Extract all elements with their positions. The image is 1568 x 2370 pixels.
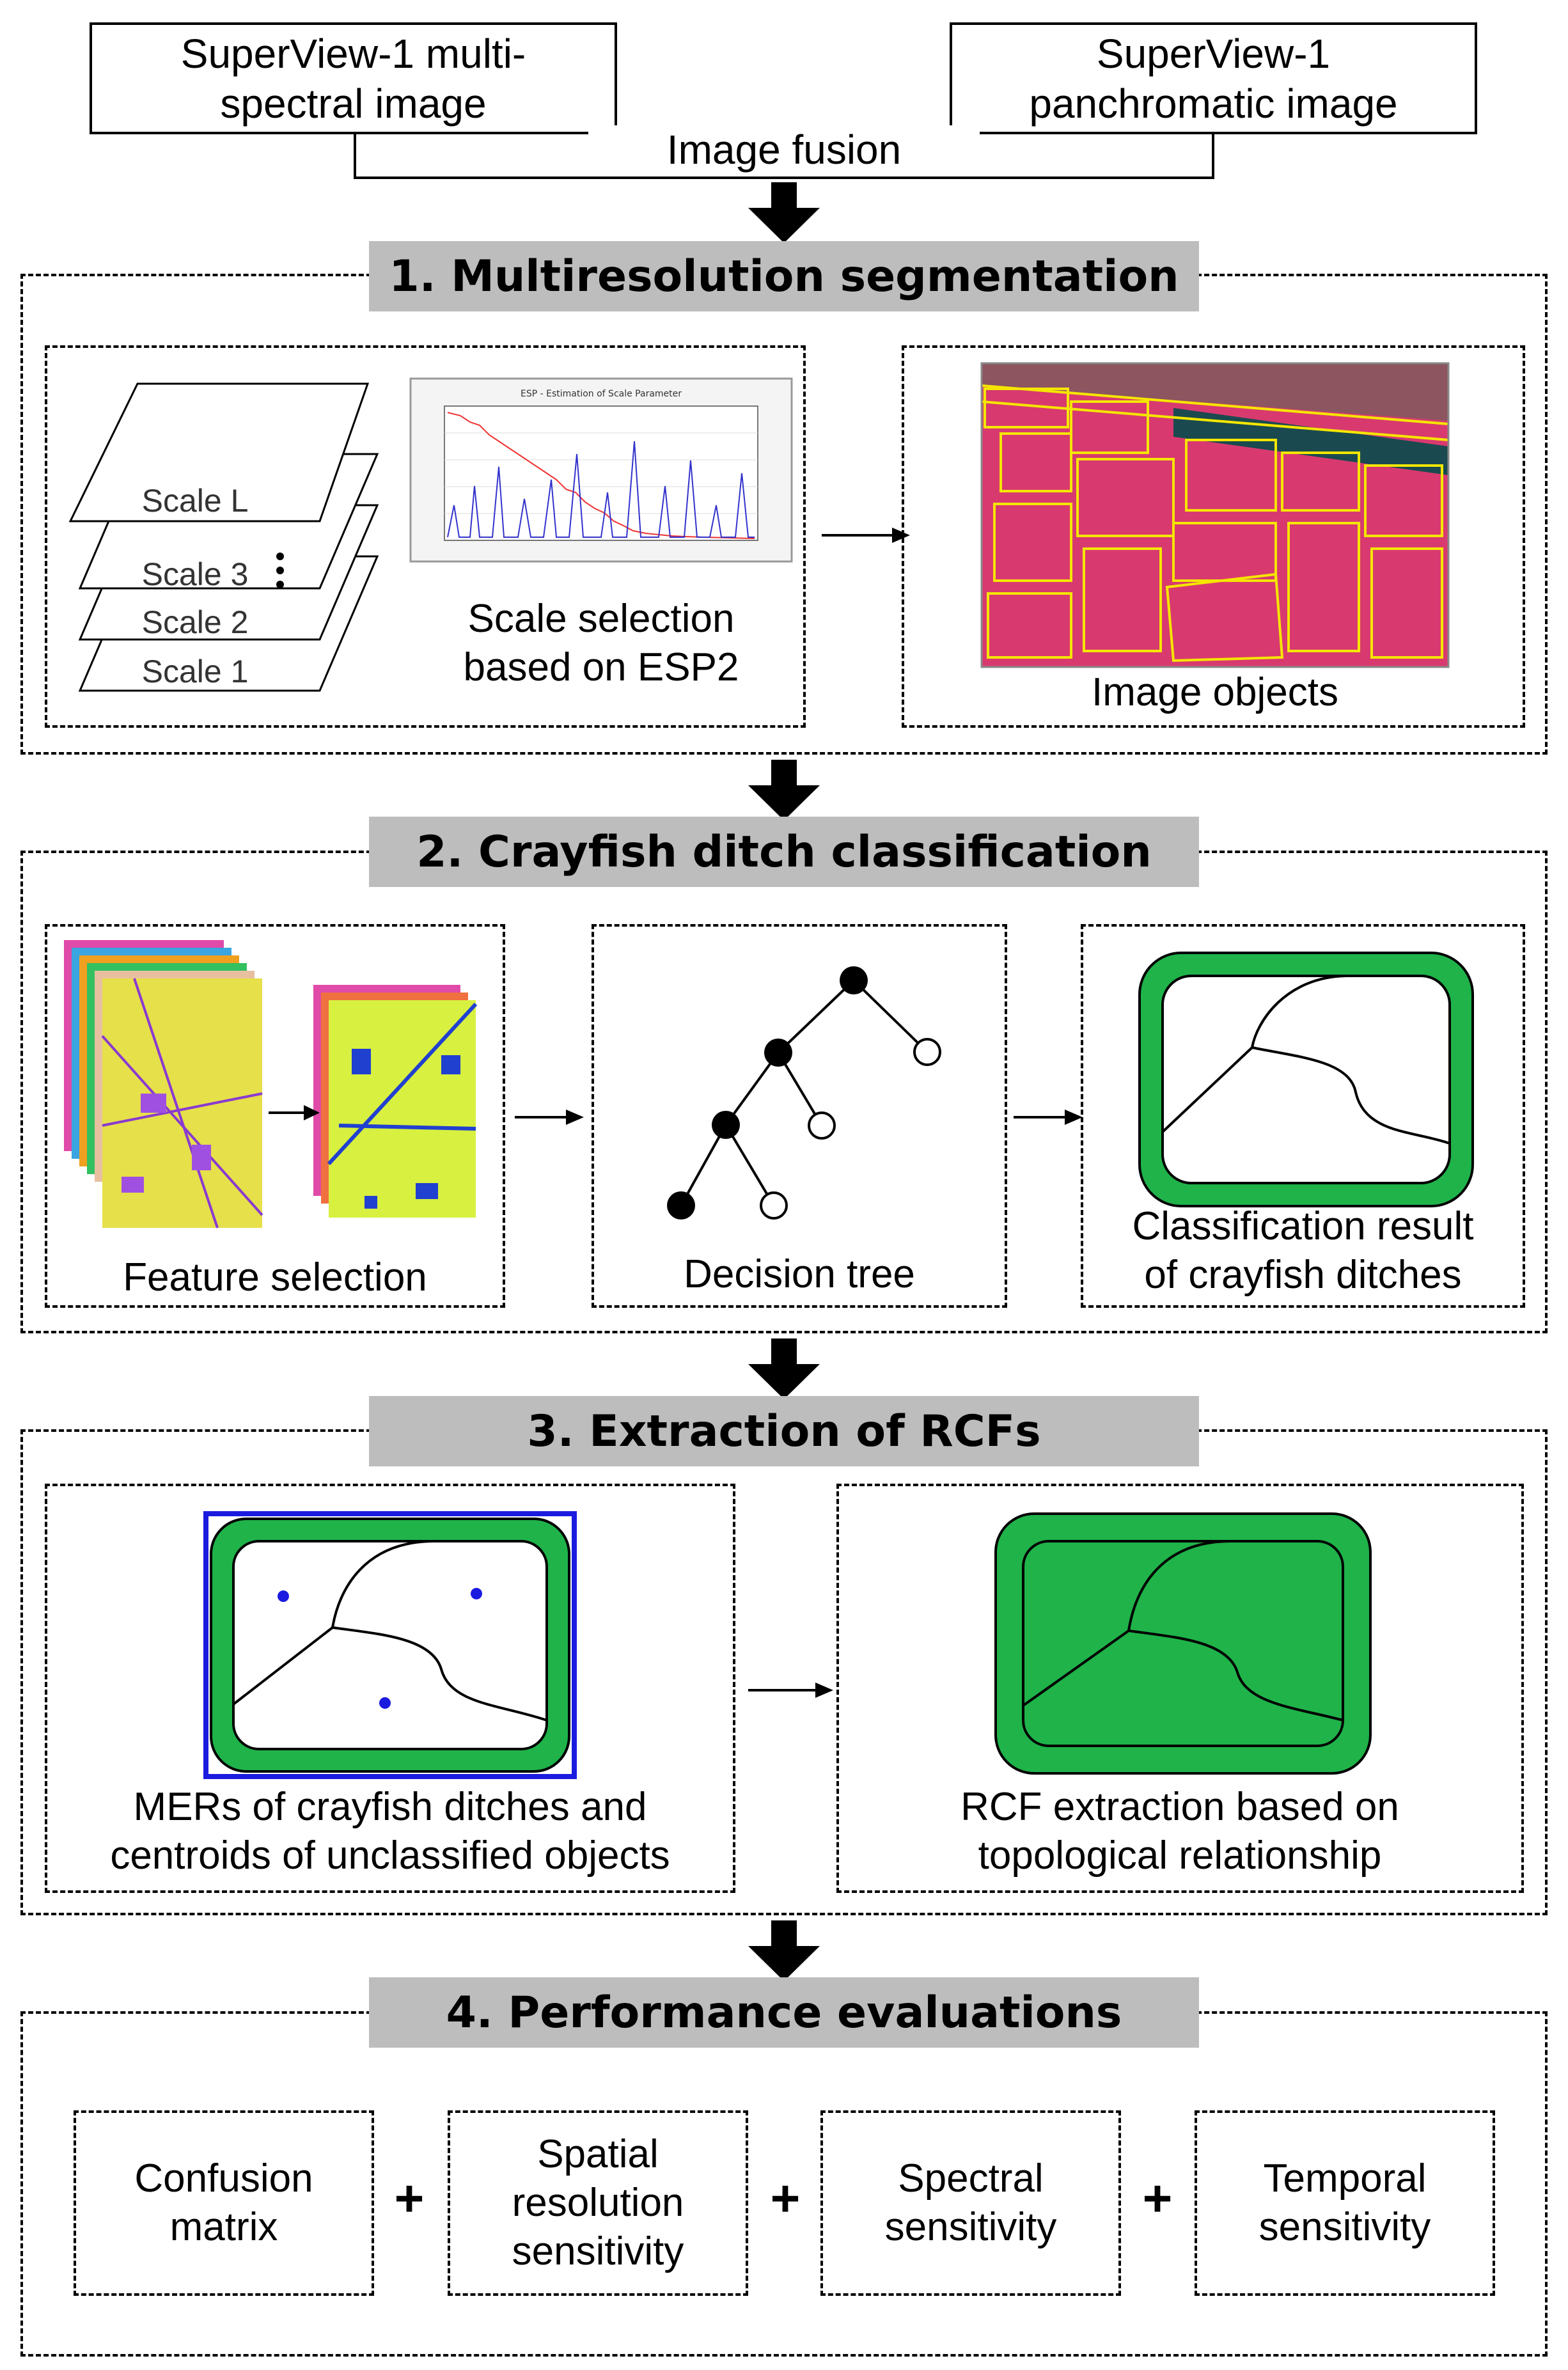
flow-arrow-2 <box>748 760 820 820</box>
ditch-classification-icon <box>1138 952 1474 1207</box>
arrow-to-tree <box>515 1110 584 1125</box>
arrow-to-result <box>1014 1110 1083 1125</box>
decision-tree-caption: Decision tree <box>684 1252 915 1296</box>
plus-sign-2: + <box>770 2170 801 2227</box>
feature-selection-panel <box>45 924 505 1308</box>
classification-result-caption: Classification result of crayfish ditche… <box>1132 1204 1474 1297</box>
step3-title: 3. Extraction of RCFs <box>369 1396 1199 1466</box>
arrow-to-rcf <box>748 1683 833 1698</box>
classification-result-panel <box>1081 924 1525 1308</box>
temporal-sensitivity-label: Temporal sensitivity <box>1258 2156 1431 2249</box>
scale-1-label: Scale 1 <box>141 654 249 689</box>
spectral-sensitivity-label: Spectral sensitivity <box>884 2156 1057 2249</box>
decision-tree-panel <box>592 924 1007 1308</box>
image-objects-panel <box>902 345 1525 728</box>
spatial-sensitivity-box: Spatial resolution sensitivity <box>448 2110 748 2296</box>
step2-title: 2. Crayfish ditch classification <box>369 817 1199 887</box>
spatial-sensitivity-label: Spatial resolution sensitivity <box>512 2132 684 2273</box>
multispectral-image-label: SuperView-1 multi- spectral image <box>180 30 526 127</box>
mer-centroid-icon <box>203 1511 577 1779</box>
scale-selection-panel <box>45 345 806 728</box>
temporal-sensitivity-box: Temporal sensitivity <box>1195 2110 1495 2296</box>
scale-layer-stack <box>68 382 379 692</box>
mer-caption: MERs of crayfish ditches and centroids o… <box>110 1785 670 1878</box>
esp-caption: Scale selection based on ESP2 <box>463 597 739 689</box>
mer-panel <box>45 1484 735 1893</box>
esp-chart-title: ESP - Estimation of Scale Parameter <box>521 389 682 399</box>
confusion-matrix-label: Confusion matrix <box>134 2156 313 2249</box>
rcf-extraction-icon <box>994 1512 1372 1775</box>
feature-selection-caption: Feature selection <box>123 1255 427 1299</box>
arrow-to-objects <box>822 528 910 543</box>
panchromatic-image-box: SuperView-1 panchromatic image <box>950 22 1477 134</box>
ellipsis-icon <box>276 553 284 588</box>
step1-title: 1. Multiresolution segmentation <box>369 241 1199 311</box>
image-fusion-label: Image fusion <box>588 125 980 174</box>
scale-3-label: Scale 3 <box>141 556 249 592</box>
flow-arrow-3 <box>748 1338 820 1399</box>
rcf-caption: RCF extraction based on topological rela… <box>960 1785 1399 1878</box>
panchromatic-image-label: SuperView-1 panchromatic image <box>1029 30 1398 127</box>
decision-tree-icon <box>667 966 941 1220</box>
segmented-image <box>980 362 1450 668</box>
plus-sign-1: + <box>394 2170 425 2227</box>
esp-chart-thumbnail: ESP - Estimation of Scale Parameter <box>409 377 793 563</box>
image-objects-caption: Image objects <box>1092 670 1338 714</box>
confusion-matrix-box: Confusion matrix <box>74 2110 374 2296</box>
feature-layer-stack <box>64 940 478 1228</box>
scale-l-label: Scale L <box>141 483 249 519</box>
scale-2-label: Scale 2 <box>141 604 249 640</box>
multispectral-image-box: SuperView-1 multi- spectral image <box>90 22 617 134</box>
step4-title: 4. Performance evaluations <box>369 1977 1199 2048</box>
fusion-connector <box>354 134 1214 179</box>
spectral-sensitivity-box: Spectral sensitivity <box>820 2110 1121 2296</box>
flow-arrow-1 <box>748 182 820 243</box>
flow-arrow-4 <box>748 1920 820 1981</box>
plus-sign-3: + <box>1142 2170 1173 2227</box>
rcf-panel <box>836 1484 1524 1893</box>
